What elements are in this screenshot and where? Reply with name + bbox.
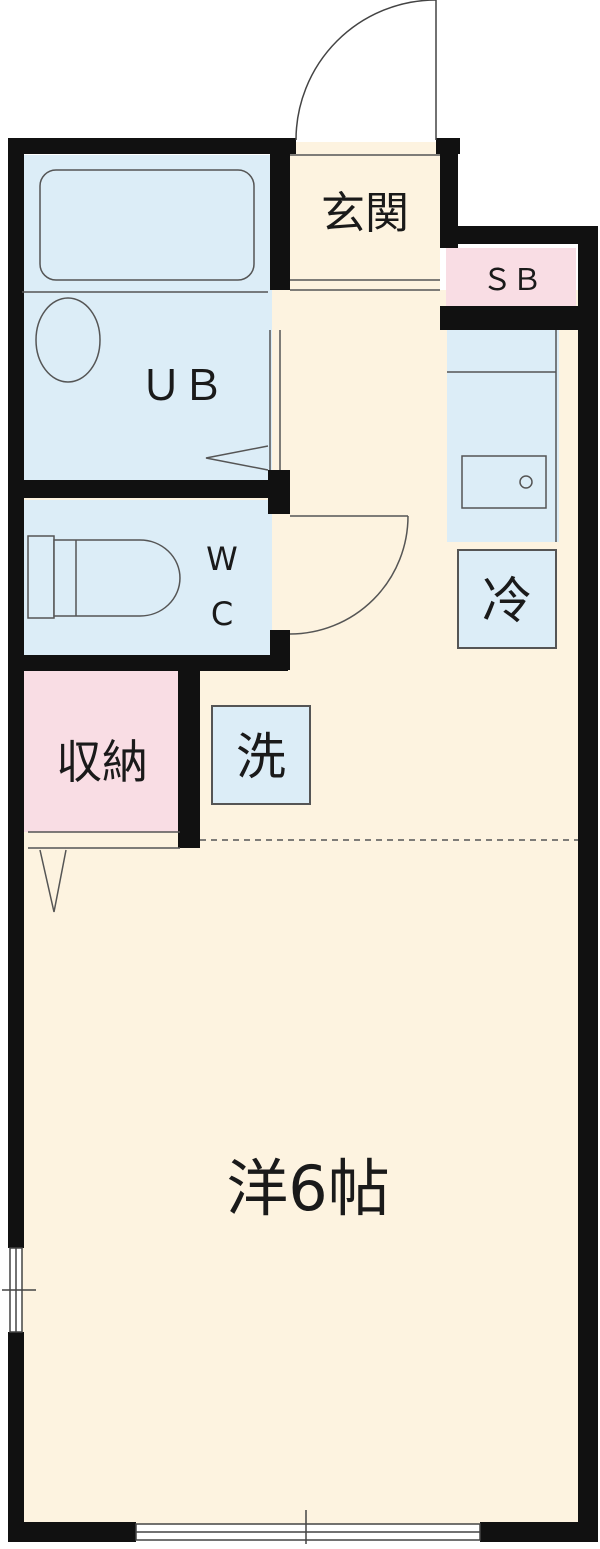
windows [2,1247,481,1544]
bath-fixtures [22,169,281,471]
walls [8,138,598,1542]
appliance-boxes [211,549,557,805]
closet-label: 収納 [56,735,148,789]
washer-label: 洗 [236,728,286,786]
basin-icon [35,297,101,383]
room-labels: 玄関 ＳＢ ＵＢ W C 収納 冷 洗 洋6帖 [56,188,542,1225]
shoebox-label: ＳＢ [482,263,542,298]
unit-bath-label: ＵＢ [140,361,224,410]
genkan-label: 玄関 [321,188,409,239]
fridge-label: 冷 [482,572,532,630]
toilet-tank-icon [27,535,55,619]
wc-label-w: W [206,540,238,578]
sink-icon [461,455,547,509]
floor-fills [22,142,578,1530]
fridge-box [457,549,557,649]
kitchen-fixtures [447,330,557,542]
toilet-bowl-icon [53,539,181,617]
shoebox-floor [446,248,576,306]
toilet-fixture [27,535,181,619]
wc-door [289,515,409,635]
closet-floor [22,670,182,832]
bathtub-icon [39,169,255,281]
western-room-label: 洋6帖 [226,1152,389,1225]
washer-box [211,705,311,805]
kitchen-counter [447,330,559,542]
wc-label-c: C [211,595,233,633]
genkan-floor [290,142,440,292]
entrance-door [295,0,437,141]
thresholds [290,154,440,291]
closet-details [28,831,180,913]
